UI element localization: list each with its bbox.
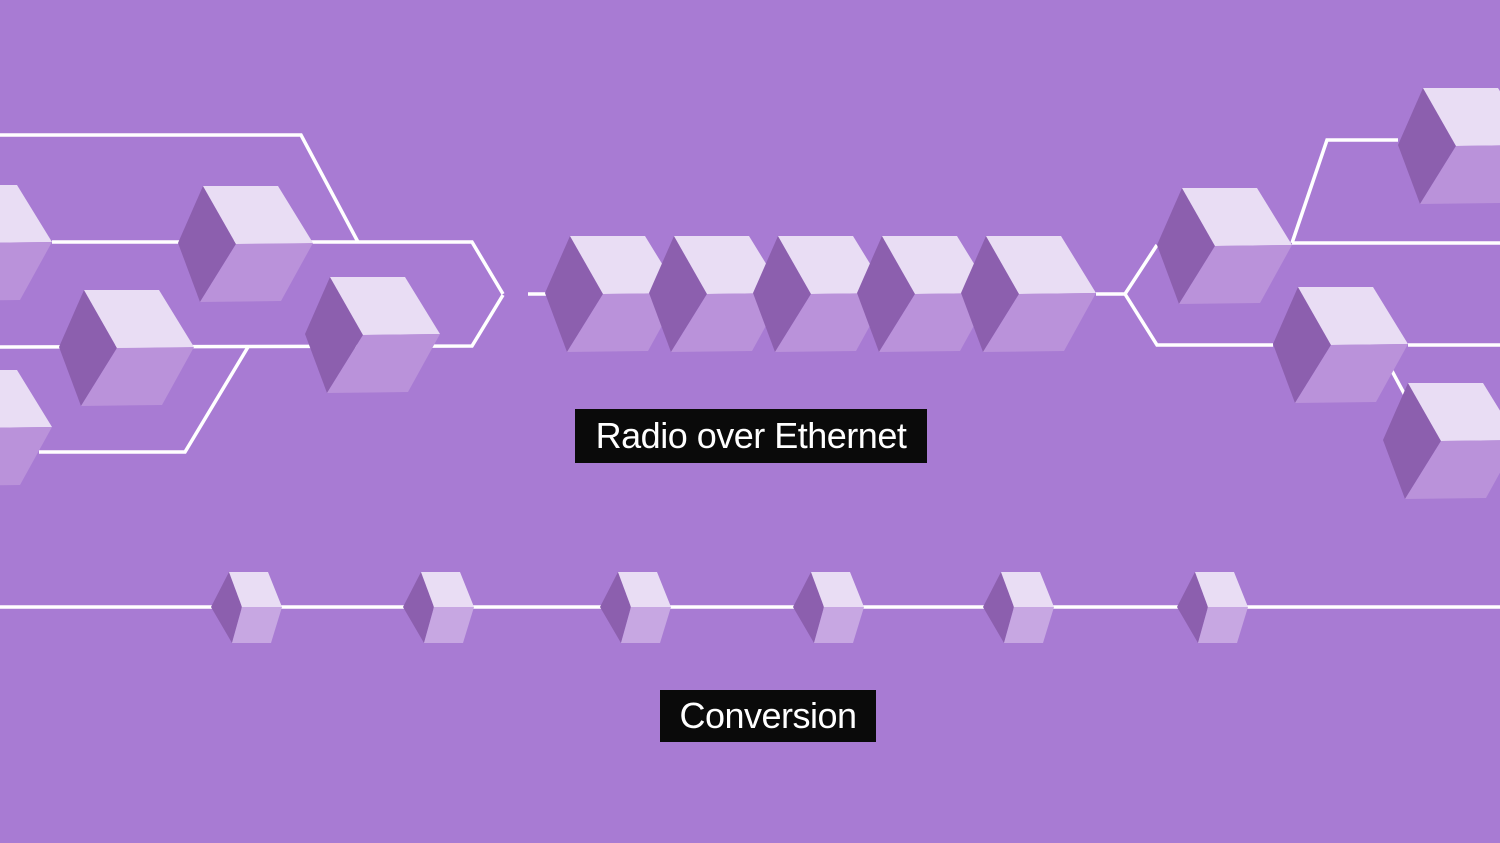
cube-right-face [621,607,671,643]
large-cube [1273,287,1408,403]
cube-top-face [811,572,864,607]
cube-left-face [1273,287,1331,403]
cube-top-face [0,185,52,243]
cube-left-face [545,236,603,352]
cube-left-face [649,236,707,352]
label-conversion: Conversion [660,690,876,742]
large-cube [961,236,1096,352]
large-cube [857,236,992,352]
cube-left-face [600,572,631,643]
cube-left-face [1383,383,1441,499]
cube-right-face [1198,607,1248,643]
cubes [0,88,1500,643]
cube-top-face [1408,383,1500,441]
cube-right-face [1179,245,1292,304]
small-cube [983,572,1054,643]
large-cube [545,236,680,352]
small-cube [793,572,864,643]
cube-right-face [200,243,313,302]
cube-right-face [1004,607,1054,643]
cube-right-face [1295,344,1408,403]
cube-right-face [814,607,864,643]
cube-left-face [403,572,434,643]
cube-right-face [0,242,52,301]
cube-top-face [1182,188,1292,246]
cube-right-face [775,293,888,352]
cube-left-face [1157,188,1215,304]
cube-left-face [753,236,811,352]
cube-top-face [421,572,474,607]
cube-right-face [671,293,784,352]
cube-top-face [570,236,680,294]
cube-top-face [778,236,888,294]
cube-left-face [1398,88,1456,204]
cube-right-face [567,293,680,352]
cube-left-face [305,277,363,393]
small-cube [1177,572,1248,643]
cube-left-face [983,572,1014,643]
cube-left-face [59,290,117,406]
small-cube [211,572,282,643]
cube-right-face [1405,440,1500,499]
cube-top-face [229,572,282,607]
cube-connector-stub [1390,370,1408,398]
cube-left-face [961,236,1019,352]
large-cube [305,277,440,393]
cube-right-face [1420,145,1500,204]
large-cube [178,186,313,302]
cube-top-face [1423,88,1500,146]
cube-top-face [674,236,784,294]
cube-top-face [882,236,992,294]
cube-right-face [232,607,282,643]
small-cube [403,572,474,643]
large-cube [1398,88,1500,204]
cube-top-face [618,572,671,607]
cube-right-face [879,293,992,352]
top-left-trace [0,133,360,243]
cube-right-face [81,347,194,406]
label-radio-over-ethernet: Radio over Ethernet [575,409,927,463]
bottom-left-zigzag [39,346,250,454]
cube-left-face [1177,572,1208,643]
small-cube [600,572,671,643]
cube-right-face [0,427,52,486]
large-cube [0,185,52,301]
cube-left-face [211,572,242,643]
label-text: Conversion [679,695,857,736]
label-text: Radio over Ethernet [595,415,907,456]
cube-top-face [203,186,313,244]
cube-top-face [986,236,1096,294]
up-to-corner-cube [1290,138,1398,244]
cube-right-face [983,293,1096,352]
cube-left-face [178,186,236,302]
cube-top-face [0,370,52,428]
large-cube [1383,383,1500,499]
cube-right-face [424,607,474,643]
large-cube [0,370,52,486]
large-cube [753,236,888,352]
cube-top-face [84,290,194,348]
cube-right-face [327,334,440,393]
cube-top-face [1195,572,1248,607]
cube-top-face [1001,572,1054,607]
large-cube [1157,188,1292,304]
large-cube [649,236,784,352]
large-cube [59,290,194,406]
split-down-branch [1123,293,1273,347]
cube-left-face [793,572,824,643]
cube-top-face [1298,287,1408,345]
cube-top-face [330,277,440,335]
cube-left-face [857,236,915,352]
